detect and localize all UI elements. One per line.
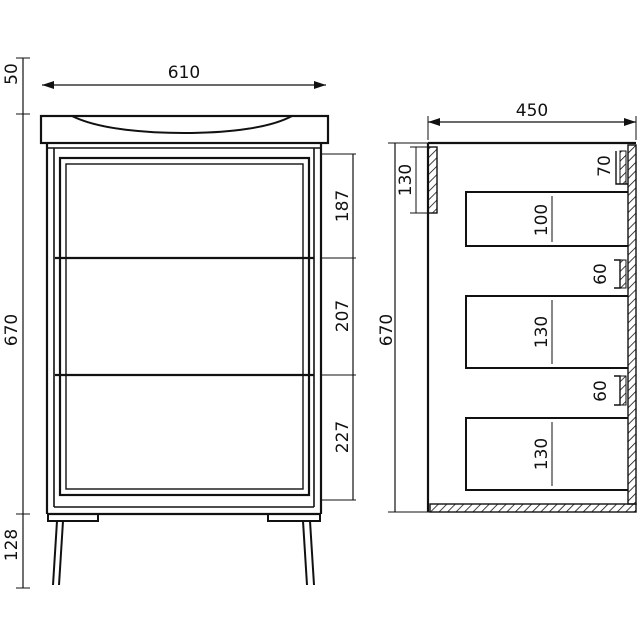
front-drawer-3-label: 227 xyxy=(333,421,353,453)
left-height-dimension: 50 670 128 xyxy=(2,57,30,589)
front-view: 50 670 128 610 xyxy=(2,57,356,589)
gap-1-label: 70 xyxy=(595,155,615,177)
gap-2: 60 xyxy=(591,259,627,289)
depth-dimension: 450 xyxy=(427,101,637,140)
top-width-label: 610 xyxy=(168,63,200,83)
side-drawer-2: 130 xyxy=(465,295,628,369)
front-drawer-2-label: 207 xyxy=(333,300,353,332)
side-drawer-2-label: 130 xyxy=(532,316,552,348)
drawer-dimensions: 187 207 227 xyxy=(320,153,356,501)
basin-height-label: 50 xyxy=(2,63,22,85)
side-body-height-label: 670 xyxy=(377,314,397,346)
back-panel: 130 xyxy=(396,146,438,214)
depth-label: 450 xyxy=(516,101,548,121)
cabinet-body xyxy=(45,143,323,516)
side-drawer-1-label: 100 xyxy=(532,204,552,236)
side-height-dimension: 670 xyxy=(377,142,430,513)
gap-1: 70 xyxy=(595,150,628,185)
front-body-height-label: 670 xyxy=(2,314,22,346)
leg-height-label: 128 xyxy=(2,529,22,561)
side-drawer-1: 100 xyxy=(465,191,628,247)
cabinet-legs xyxy=(47,514,321,586)
side-drawer-3-label: 130 xyxy=(532,438,552,470)
gap-3-label: 60 xyxy=(591,380,611,402)
gap-3: 60 xyxy=(591,375,627,406)
side-view: 450 670 130 70 xyxy=(377,101,637,513)
gap-2-label: 60 xyxy=(591,263,611,285)
top-width-dimension: 610 xyxy=(42,63,326,89)
back-panel-label: 130 xyxy=(396,164,416,196)
front-drawer-1-label: 187 xyxy=(333,190,353,222)
basin-top xyxy=(39,114,330,145)
door-frame xyxy=(55,156,314,497)
side-drawer-3: 130 xyxy=(465,417,628,491)
